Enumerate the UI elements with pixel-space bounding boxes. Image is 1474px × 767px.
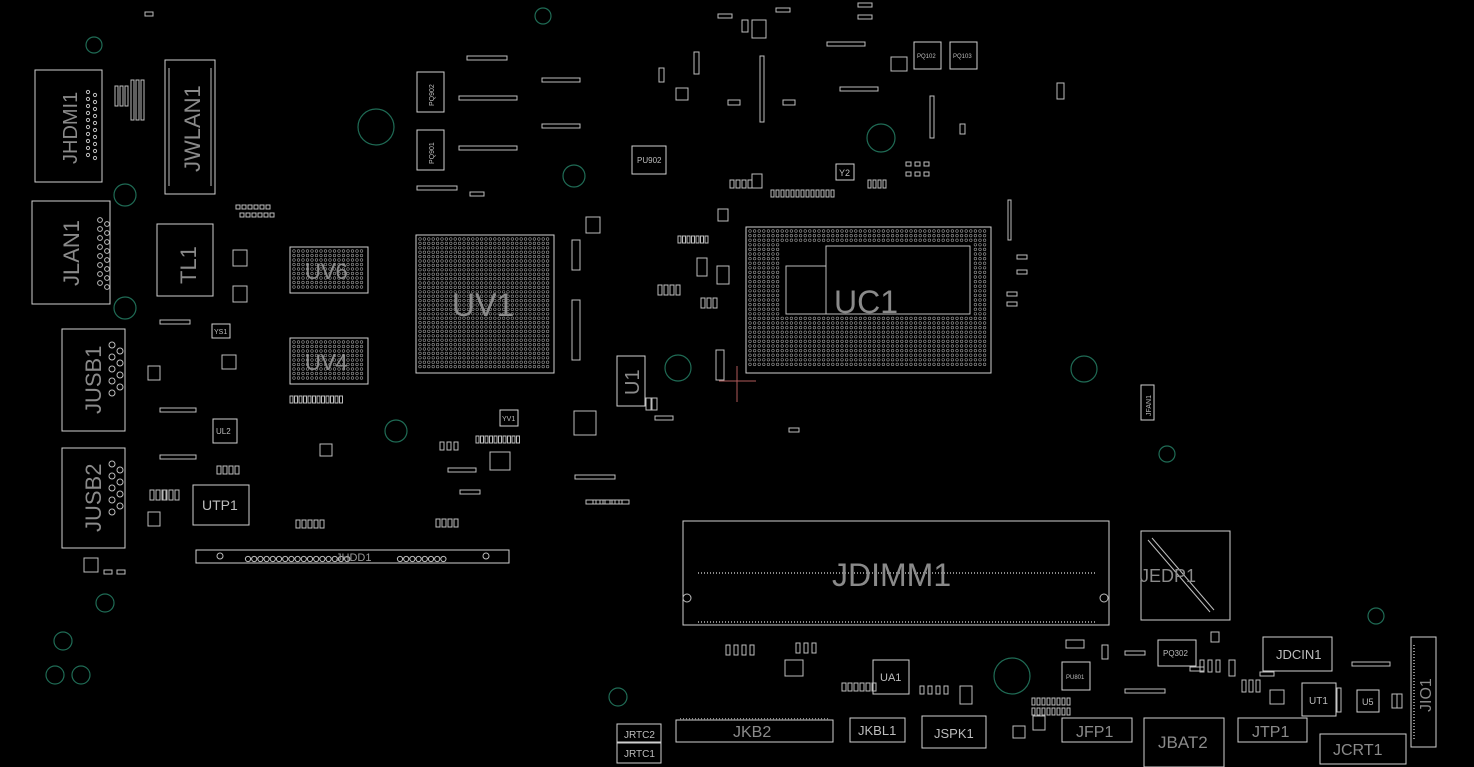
- chip-u5: U5: [1356, 689, 1380, 713]
- jhdd1-label: JHDD1: [336, 552, 371, 564]
- connector-jkbl1: JKBL1: [849, 717, 906, 743]
- uv4-label: UV4: [305, 350, 348, 375]
- pq902-label: PQ902: [429, 84, 436, 106]
- chip-uc1: UC1: [745, 226, 992, 374]
- connector-jhdd1: JHDD1: [195, 549, 510, 564]
- jio1-label: JIO1: [1418, 678, 1435, 712]
- connector-jtp1: JTP1: [1237, 717, 1308, 743]
- jfan1-label: JFAN1: [1146, 395, 1153, 416]
- chip-pu902: PU902: [631, 145, 667, 175]
- pq103-label: PQ103: [953, 54, 972, 60]
- uv1-label: UV1: [452, 287, 514, 323]
- ut1-label: UT1: [1309, 696, 1328, 707]
- y2-label: Y2: [839, 168, 850, 178]
- ua1-label: UA1: [880, 672, 901, 684]
- connector-jkb2: JKB2: [675, 718, 834, 743]
- ul2-label: UL2: [216, 427, 231, 436]
- chip-uv6: UV6: [289, 246, 369, 294]
- connector-jusb2: JUSB2: [61, 447, 126, 549]
- jkb2-label: JKB2: [733, 724, 771, 741]
- crystal-yv1: YV1: [499, 409, 519, 427]
- jrtc2-label: JRTC2: [624, 730, 655, 741]
- pq102-label: PQ102: [917, 54, 936, 60]
- jhdmi1-label: JHDMI1: [60, 92, 82, 164]
- pq901-label: PQ901: [429, 142, 436, 164]
- jusb2-label: JUSB2: [81, 464, 106, 532]
- chip-ua1: UA1: [872, 659, 910, 695]
- jlan1-label: JLAN1: [59, 220, 84, 286]
- jcrt1-label: JCRT1: [1333, 742, 1383, 759]
- passive-components: [83, 2, 1403, 739]
- jedp1-label: JEDP1: [1140, 566, 1196, 586]
- component-tl1: TL1: [156, 223, 214, 297]
- connector-jwlan1: JWLAN1: [164, 59, 216, 195]
- crystal-y2: Y2: [835, 163, 855, 181]
- connector-jusb1: JUSB1: [61, 328, 126, 432]
- connector-jedp1: JEDP1: [1140, 530, 1231, 621]
- connector-jdimm1: JDIMM1: [682, 520, 1110, 626]
- chip-pq901: PQ901: [416, 129, 445, 171]
- chip-utp1: UTP1: [192, 484, 250, 526]
- chip-pq302: PQ302: [1157, 639, 1197, 667]
- jdimm1-label: JDIMM1: [832, 557, 951, 593]
- jkbl1-label: JKBL1: [858, 723, 896, 738]
- chip-pq103: PQ103: [949, 41, 978, 70]
- jwlan1-label: JWLAN1: [180, 85, 205, 172]
- chip-uv1: UV1: [415, 234, 555, 374]
- connector-jcrt1: JCRT1: [1319, 733, 1407, 765]
- chip-ut1: UT1: [1301, 682, 1337, 717]
- crystal-ys1: YS1: [211, 323, 231, 339]
- mounting-holes: [45, 7, 1385, 707]
- jrtc1-label: JRTC1: [624, 749, 655, 760]
- connector-jhdmi1: JHDMI1: [34, 69, 103, 183]
- chip-uv4: UV4: [289, 337, 369, 385]
- connector-jfp1: JFP1: [1061, 717, 1133, 743]
- connector-jlan1: JLAN1: [31, 200, 111, 305]
- chip-pu801: PU801: [1061, 661, 1091, 691]
- jbat2-label: JBAT2: [1158, 733, 1208, 752]
- connector-jfan1: JFAN1: [1140, 384, 1155, 421]
- jtp1-label: JTP1: [1252, 724, 1289, 741]
- pq302-label: PQ302: [1163, 649, 1188, 658]
- yv1-label: YV1: [502, 416, 515, 423]
- connector-jrtc2: JRTC2: [616, 723, 662, 743]
- connector-jrtc1: JRTC1: [616, 742, 662, 764]
- connector-jbat2: JBAT2: [1143, 717, 1225, 767]
- chip-pq102: PQ102: [913, 41, 942, 70]
- uc1-label: UC1: [834, 284, 898, 320]
- chip-u1: U1: [616, 355, 646, 407]
- u1-label: U1: [622, 369, 644, 395]
- connector-jio1: JIO1: [1410, 636, 1437, 748]
- uv6-label: UV6: [305, 259, 348, 284]
- u5-label: U5: [1362, 697, 1374, 707]
- tl1-label: TL1: [176, 246, 201, 284]
- ys1-label: YS1: [214, 329, 227, 336]
- connector-jdcin1: JDCIN1: [1262, 636, 1333, 672]
- jspk1-label: JSPK1: [934, 726, 974, 741]
- utp1-label: UTP1: [202, 497, 238, 513]
- connector-jspk1: JSPK1: [921, 715, 987, 749]
- origin-crosshair: [719, 366, 756, 402]
- chip-pq902: PQ902: [416, 71, 445, 113]
- pu902-label: PU902: [637, 156, 662, 165]
- jdcin1-label: JDCIN1: [1276, 647, 1322, 662]
- chip-ul2: UL2: [212, 418, 238, 444]
- pu801-label: PU801: [1066, 675, 1085, 681]
- jusb1-label: JUSB1: [81, 346, 106, 414]
- jfp1-label: JFP1: [1076, 724, 1113, 741]
